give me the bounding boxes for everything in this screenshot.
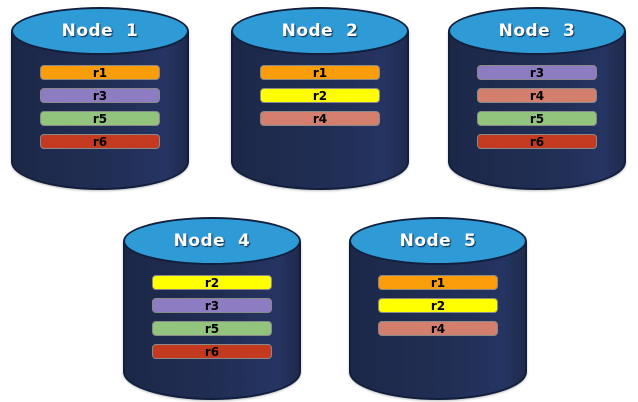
node-4-cylinder-top: Node 4 <box>123 217 301 265</box>
node-5-cylinder: Node 5 r1 r2 r4 <box>349 217 527 400</box>
replica-bar: r5 <box>152 321 272 336</box>
node-3-cylinder-body <box>448 31 626 190</box>
node-4-cylinder-body <box>123 241 301 400</box>
node-1-cylinder-top: Node 1 <box>11 7 189 55</box>
node-4-cylinder: Node 4 r2 r3 r5 r6 <box>123 217 301 400</box>
replica-bar: r6 <box>40 134 160 149</box>
node-5-cylinder-body <box>349 241 527 400</box>
node-title: Node 3 <box>498 21 576 41</box>
node-3-replica-list: r3 r4 r5 r6 <box>477 65 597 149</box>
replica-bar: r1 <box>40 65 160 80</box>
node-1-cylinder-body <box>11 31 189 190</box>
replica-bar: r3 <box>40 88 160 103</box>
node-1-cylinder: Node 1 r1 r3 r5 r6 <box>11 7 189 190</box>
node-4-replica-list: r2 r3 r5 r6 <box>152 275 272 359</box>
replica-bar: r1 <box>260 65 380 80</box>
replica-bar: r5 <box>40 111 160 126</box>
replica-bar: r5 <box>477 111 597 126</box>
node-5-cylinder-top: Node 5 <box>349 217 527 265</box>
replica-bar: r4 <box>477 88 597 103</box>
replica-bar: r4 <box>260 111 380 126</box>
replica-bar: r6 <box>477 134 597 149</box>
replica-bar: r2 <box>260 88 380 103</box>
replica-bar: r2 <box>378 298 498 313</box>
node-2-cylinder-top: Node 2 <box>231 7 409 55</box>
node-1-replica-list: r1 r3 r5 r6 <box>40 65 160 149</box>
node-2-cylinder: Node 2 r1 r2 r4 <box>231 7 409 190</box>
node-title: Node 4 <box>173 231 251 251</box>
replica-bar: r1 <box>378 275 498 290</box>
node-5-replica-list: r1 r2 r4 <box>378 275 498 336</box>
node-3-cylinder: Node 3 r3 r4 r5 r6 <box>448 7 626 190</box>
node-title: Node 5 <box>399 231 477 251</box>
replica-bar: r3 <box>152 298 272 313</box>
replica-bar: r4 <box>378 321 498 336</box>
node-2-replica-list: r1 r2 r4 <box>260 65 380 126</box>
node-title: Node 2 <box>281 21 359 41</box>
replica-bar: r2 <box>152 275 272 290</box>
node-title: Node 1 <box>61 21 139 41</box>
node-2-cylinder-body <box>231 31 409 190</box>
replica-bar: r6 <box>152 344 272 359</box>
node-3-cylinder-top: Node 3 <box>448 7 626 55</box>
replica-bar: r3 <box>477 65 597 80</box>
